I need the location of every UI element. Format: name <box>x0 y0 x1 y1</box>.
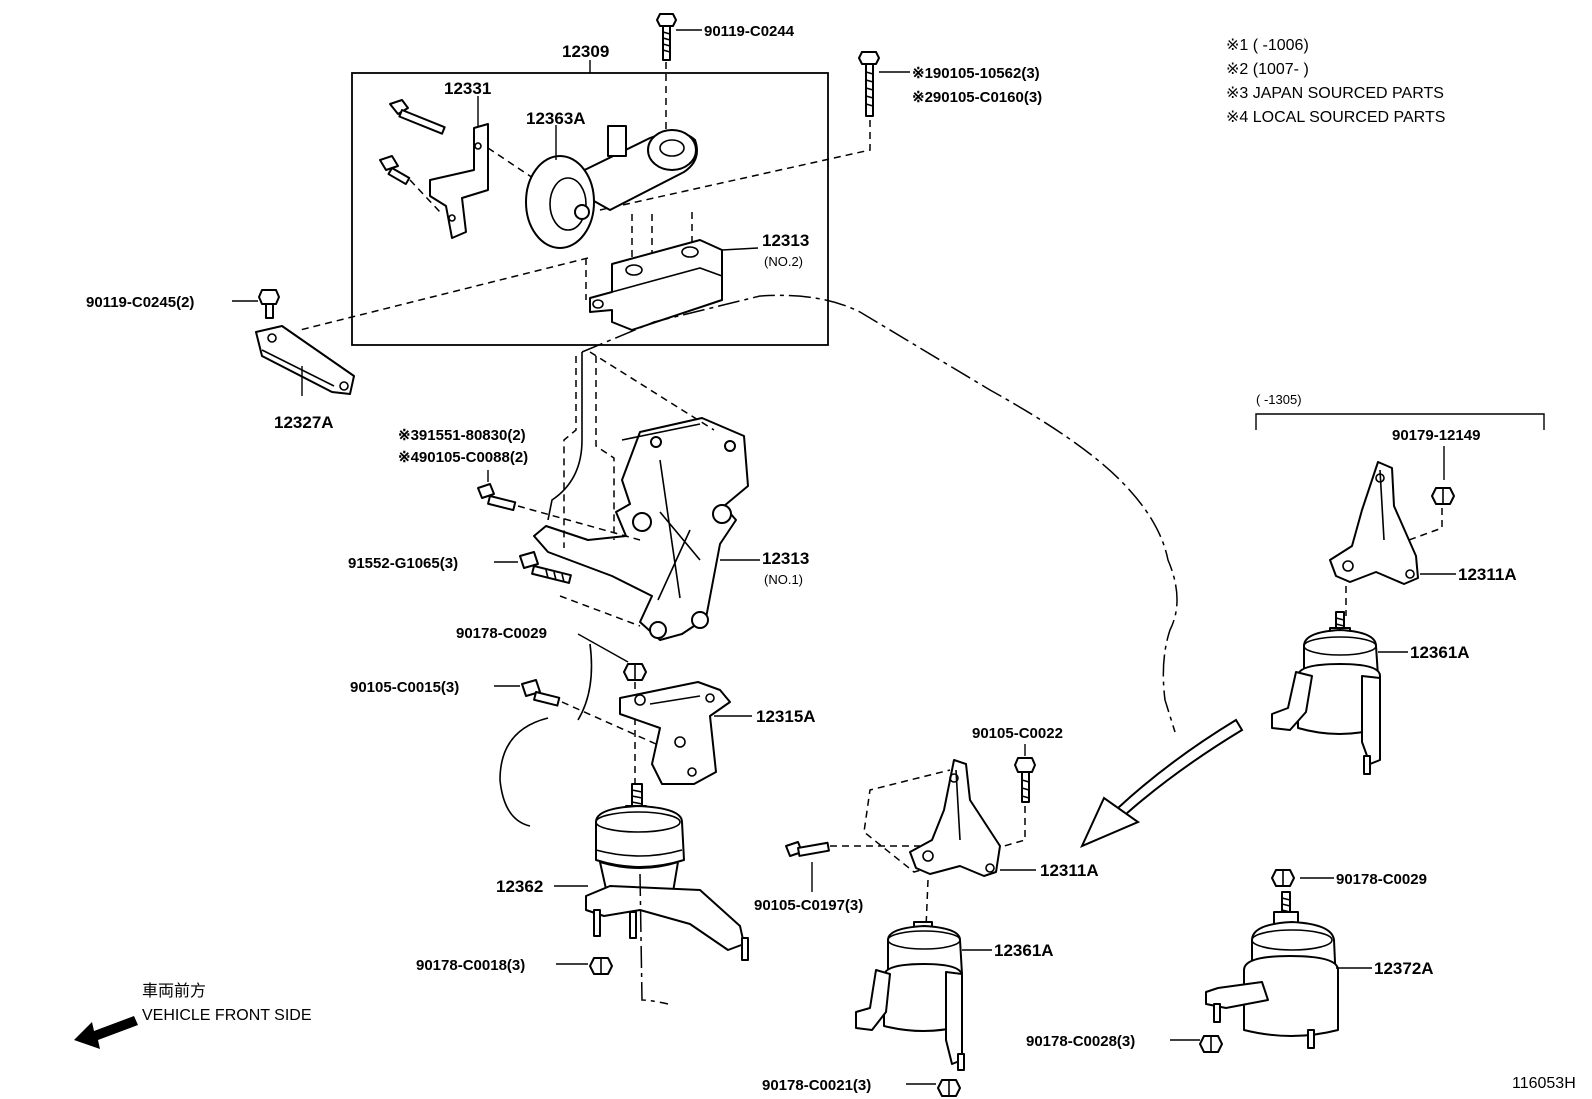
part-label-90178-C0028[interactable]: 90178-C0028(3) <box>1026 1033 1135 1050</box>
bolt-91552-G1065[interactable] <box>519 551 572 584</box>
bracket-12313-no1[interactable] <box>533 417 749 641</box>
part-label-12361A-right[interactable]: 12361A <box>1410 643 1470 662</box>
front-label-en: VEHICLE FRONT SIDE <box>142 1007 312 1024</box>
bolt-90119-C0244[interactable] <box>656 13 677 61</box>
torque-rod-12363A[interactable] <box>525 125 698 249</box>
part-label-12315A[interactable]: 12315A <box>756 707 816 726</box>
part-label-91551-80830[interactable]: ※391551-80830(2) <box>398 427 526 444</box>
part-label-12363A[interactable]: 12363A <box>526 109 586 128</box>
part-label-90105-C0197[interactable]: 90105-C0197(3) <box>754 897 863 914</box>
engine-block-outline <box>547 352 583 521</box>
part-label-90178-C0021[interactable]: 90178-C0021(3) <box>762 1077 871 1094</box>
bracket-12313-no2[interactable] <box>589 239 723 331</box>
part-label-90119-C0245[interactable]: 90119-C0245(2) <box>86 294 194 311</box>
nut-90178-C0029-left[interactable] <box>623 663 647 681</box>
note-2: ※2 (1007- ) <box>1226 61 1309 78</box>
part-label-90179-12149[interactable]: 90179-12149 <box>1392 427 1480 444</box>
part-label-12313-no1[interactable]: 12313 <box>762 549 809 568</box>
part-label-90178-C0029-left[interactable]: 90178-C0029 <box>456 625 547 642</box>
curved-arrow-icon <box>1116 718 1244 816</box>
stay-12327A[interactable] <box>255 325 355 395</box>
mount-12362[interactable] <box>585 783 749 961</box>
part-label-90105-10562[interactable]: ※190105-10562(3) <box>912 65 1040 82</box>
part-label-12309[interactable]: 12309 <box>562 42 609 61</box>
note-1: ※1 ( -1006) <box>1226 37 1309 54</box>
mount-12361A-center[interactable] <box>855 921 965 1071</box>
part-label-12311A-center[interactable]: 12311A <box>1040 861 1099 880</box>
part-sublabel-no2: (NO.2) <box>764 254 803 269</box>
part-label-12313-no2[interactable]: 12313 <box>762 231 809 250</box>
bolt-90105-C0015[interactable] <box>521 679 561 707</box>
bolt-90105-C0197[interactable] <box>785 841 830 857</box>
part-label-12327A[interactable]: 12327A <box>274 413 334 432</box>
mount-12372A[interactable] <box>1205 891 1339 1049</box>
bolt-90119-C0245[interactable] <box>258 289 280 319</box>
part-label-90178-C0018[interactable]: 90178-C0018(3) <box>416 957 525 974</box>
part-label-12362[interactable]: 12362 <box>496 877 543 896</box>
front-label-jp: 車両前方 <box>142 982 206 1000</box>
group-range-bracket <box>1255 413 1545 430</box>
part-label-90105-C0015[interactable]: 90105-C0015(3) <box>350 679 459 696</box>
bolt-91551-80830[interactable] <box>477 483 517 512</box>
bracket-12311A-center[interactable] <box>909 759 1001 877</box>
part-label-12311A-right[interactable]: 12311A <box>1458 565 1517 584</box>
part-label-91552-G1065[interactable]: 91552-G1065(3) <box>348 555 458 572</box>
notes-legend: ※1 ( -1006) ※2 (1007- ) ※3 JAPAN SOURCED… <box>1226 37 1445 126</box>
vehicle-front-arrow-icon <box>74 1016 138 1049</box>
note-4: ※4 LOCAL SOURCED PARTS <box>1226 109 1445 126</box>
nut-90178-C0018[interactable] <box>589 957 613 975</box>
part-label-90105-C0160[interactable]: ※290105-C0160(3) <box>912 89 1042 106</box>
part-label-90178-C0029-right[interactable]: 90178-C0029 <box>1336 871 1427 888</box>
nut-90178-C0021[interactable] <box>937 1079 961 1097</box>
nut-90178-C0028[interactable] <box>1199 1035 1223 1053</box>
bolt-90105-C0022[interactable] <box>1014 757 1036 803</box>
bolt-90105-10562[interactable] <box>858 51 880 117</box>
part-sublabel-no1: (NO.1) <box>764 572 803 587</box>
part-label-12361A-center[interactable]: 12361A <box>994 941 1054 960</box>
part-label-12331[interactable]: 12331 <box>444 79 491 98</box>
part-label-90105-C0088[interactable]: ※490105-C0088(2) <box>398 449 528 466</box>
engine-outline-line <box>581 294 1178 733</box>
diagram-id: 116053H <box>1512 1075 1576 1092</box>
group-range-label: ( -1305) <box>1256 392 1302 407</box>
part-label-12372A[interactable]: 12372A <box>1374 959 1434 978</box>
part-label-90119-C0244[interactable]: 90119-C0244 <box>704 23 795 40</box>
note-3: ※3 JAPAN SOURCED PARTS <box>1226 85 1444 102</box>
bracket-12315A[interactable] <box>619 681 731 785</box>
bracket-12331[interactable] <box>429 123 489 239</box>
bracket-12311A-right[interactable] <box>1329 461 1419 585</box>
mount-12361A-right[interactable] <box>1271 611 1381 775</box>
part-label-90105-C0022[interactable]: 90105-C0022 <box>972 725 1063 742</box>
nut-90178-C0029-right[interactable] <box>1271 869 1295 887</box>
bolt-12331-upper <box>389 99 446 135</box>
bolt-12331-lower <box>379 155 411 186</box>
nut-90179-12149[interactable] <box>1431 487 1455 505</box>
